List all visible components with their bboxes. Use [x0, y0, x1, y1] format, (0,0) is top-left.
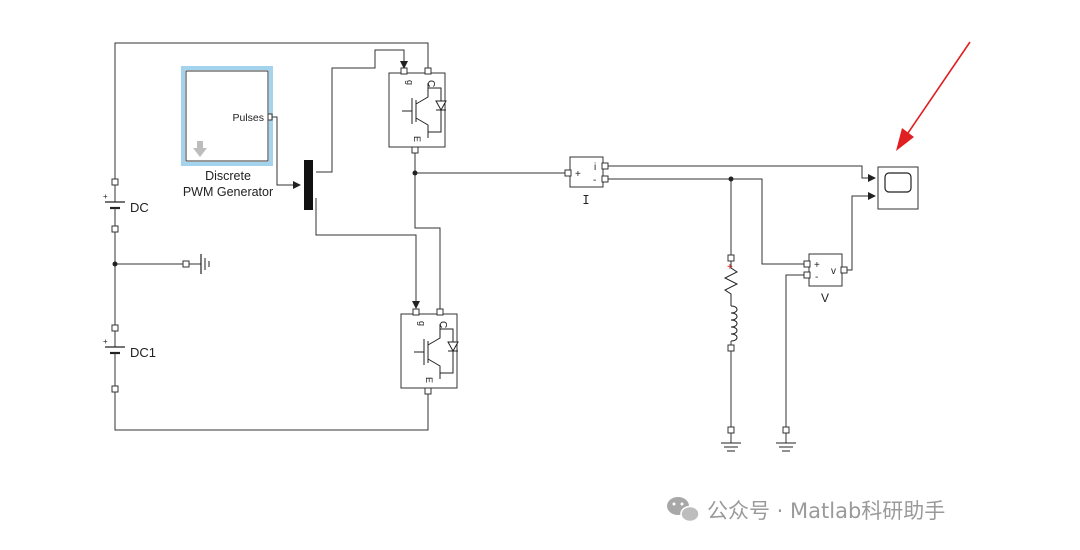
svg-text:+: +	[103, 192, 108, 201]
scope-block[interactable]	[877, 166, 919, 210]
watermark-text: 公众号 · Matlab科研助手	[707, 499, 945, 523]
dc-source-bottom[interactable]: +	[103, 324, 125, 393]
svg-text:+: +	[103, 337, 108, 346]
junction-dots	[112, 170, 734, 267]
pwm-generator-block[interactable]: Pulses	[181, 66, 273, 166]
dc-source-top[interactable]: +	[103, 178, 125, 233]
series-rl-branch-block[interactable]: +	[723, 254, 739, 352]
scope-screen-icon	[884, 172, 912, 193]
voltage-measurement-block[interactable]: + - v	[803, 253, 848, 287]
svg-text:E: E	[424, 377, 434, 383]
mask-arrow-icon	[193, 141, 207, 157]
igbt-bottom-block[interactable]: g C E	[400, 308, 459, 395]
current-meas-label: I	[582, 193, 589, 207]
watermark: 公众号 · Matlab科研助手	[667, 497, 945, 523]
annotation-arrow	[896, 41, 971, 151]
svg-text:+: +	[814, 260, 820, 271]
svg-text:-: -	[593, 175, 596, 186]
igbt-top-block[interactable]: g C E	[388, 67, 447, 154]
svg-text:g: g	[417, 321, 427, 326]
svg-text:v: v	[831, 266, 836, 277]
igbt-symbol-icon	[414, 324, 459, 379]
current-measurement-block[interactable]: + i -	[564, 156, 609, 188]
svg-text:g: g	[405, 80, 415, 85]
pulses-port-label: Pulses	[232, 112, 264, 124]
svg-text:E: E	[412, 136, 422, 142]
dc-top-label: DC	[130, 200, 149, 215]
igbt-symbol-icon	[402, 83, 447, 138]
svg-text:+: +	[575, 169, 581, 180]
resistor-icon	[723, 267, 739, 306]
demux-block[interactable]	[304, 160, 313, 210]
wechat-icon	[667, 497, 700, 523]
svg-text:+: +	[727, 262, 733, 273]
dc-bottom-label: DC1	[130, 345, 156, 360]
signal-wires	[114, 42, 876, 431]
svg-text:i: i	[594, 162, 596, 173]
inductor-icon	[730, 305, 738, 342]
pwm-label-line2: PWM Generator	[183, 185, 273, 199]
ground-block-rl[interactable]	[721, 426, 741, 452]
pwm-label-line1: Discrete	[205, 169, 251, 183]
ground-block-vmeas[interactable]	[776, 426, 796, 452]
svg-text:-: -	[815, 272, 818, 283]
svg-text:C: C	[437, 321, 448, 328]
pwm-output-port[interactable]	[267, 113, 273, 121]
svg-text:C: C	[425, 80, 436, 87]
ground-block-midpoint[interactable]	[182, 254, 210, 274]
voltage-meas-label: V	[821, 291, 829, 305]
